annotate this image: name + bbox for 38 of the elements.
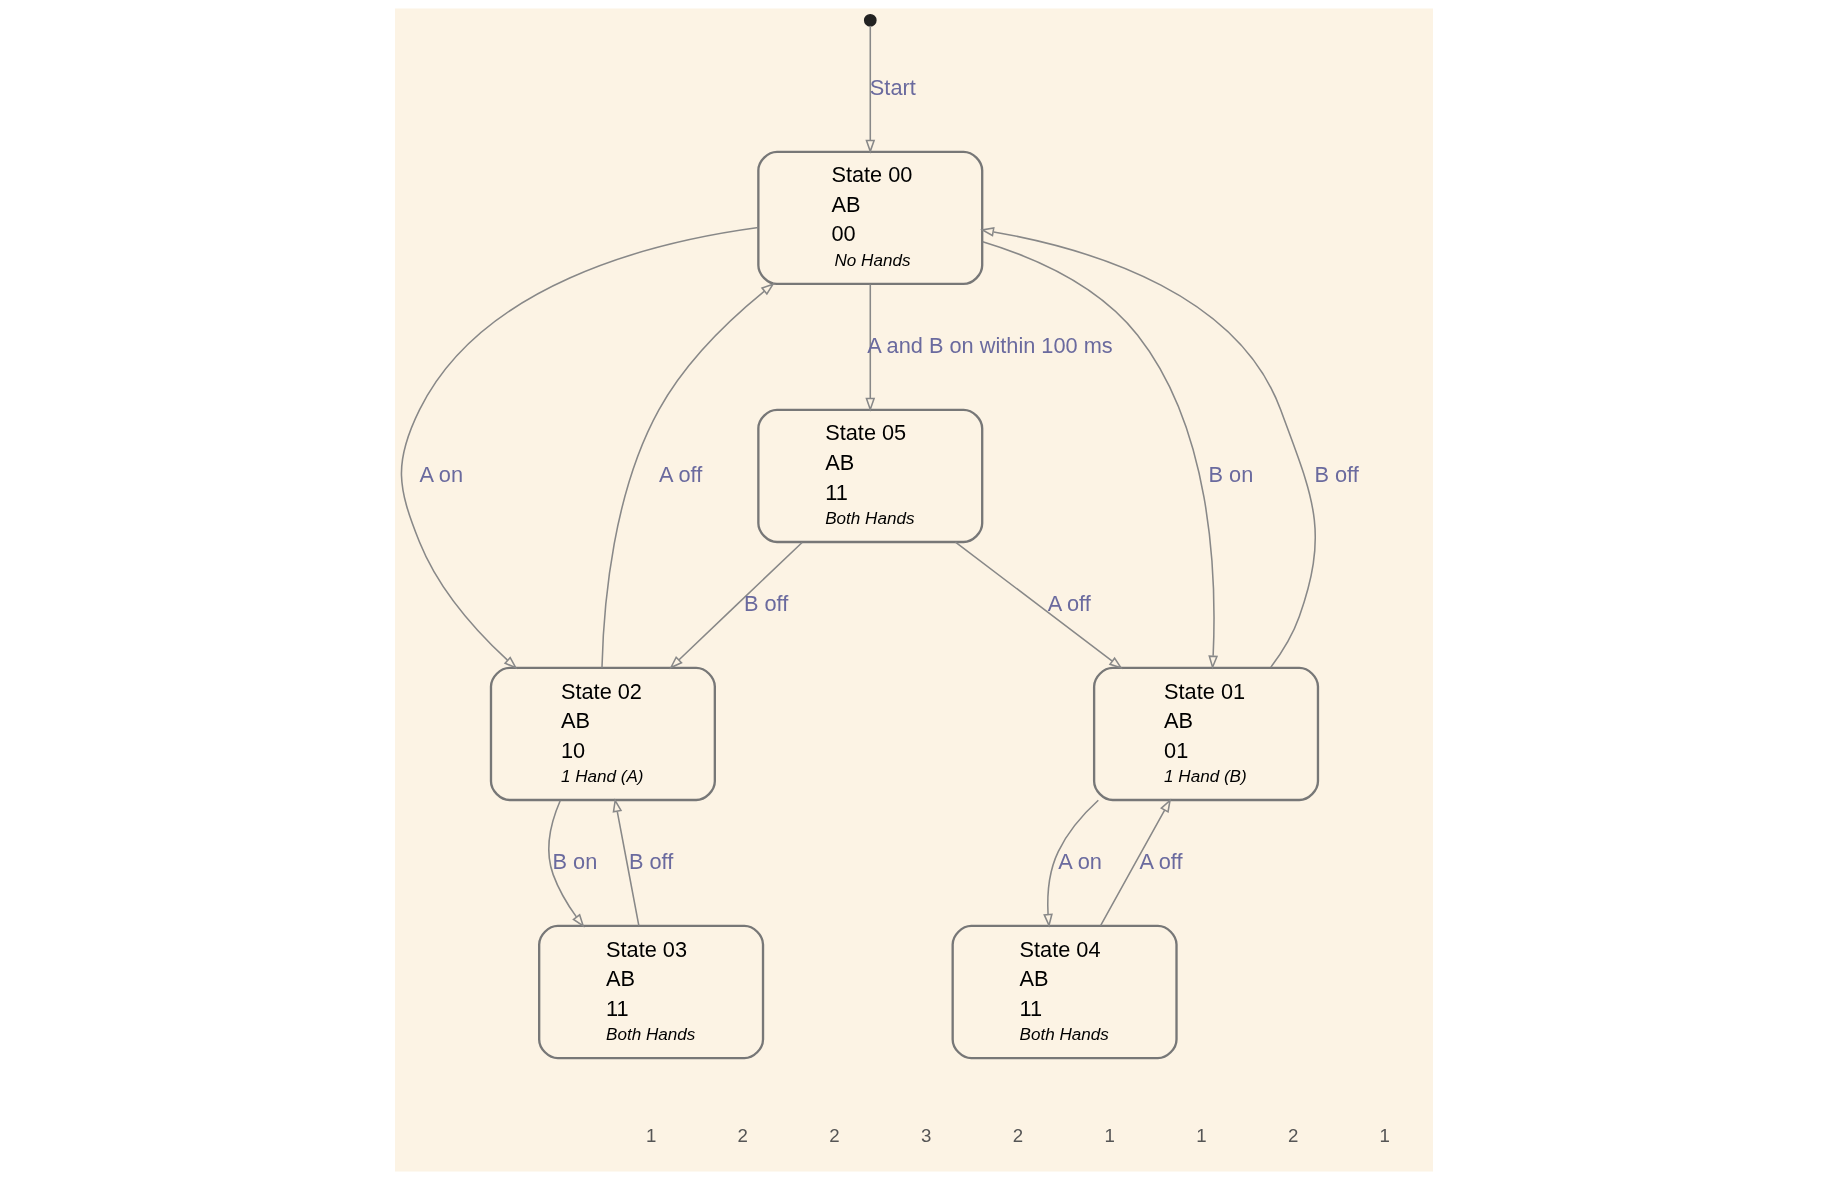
arrow [865,25,876,154]
arrow [669,541,803,670]
label: 2 [737,1125,748,1147]
edge-label: B on [1208,461,1254,487]
edge-label: A off [1139,848,1183,874]
edge-label: Start [869,74,916,100]
arrow [612,798,640,927]
arrow [954,541,1123,670]
node-box: State 00 AB 00 No Hands [757,150,984,286]
edge-label: A off [659,461,703,487]
node-circle [863,13,877,27]
label: 3 [921,1125,932,1147]
node-box: State 02 AB 10 1 Hand (A) [489,666,716,802]
edge-label: A on [419,461,464,487]
edge-label: A on [1058,848,1102,874]
edge-label: B off [743,590,789,616]
label: 2 [1287,1125,1299,1147]
label: 1 [1104,1125,1115,1147]
edge-label: A off [1047,590,1091,616]
arrow [981,240,1219,670]
label: 1 [645,1125,657,1147]
label: 1 [1196,1125,1207,1147]
arrow [548,799,585,928]
node-box: State 01 AB 01 1 Hand (B) [1092,666,1320,802]
edge-label: B on [552,848,598,874]
edge-label: B off [1314,461,1359,487]
node-box: State 04 AB 11 Both Hands [951,924,1178,1060]
node-box: State 03 AB 11 Both Hands [538,924,765,1060]
arrow [1099,798,1172,927]
label: 2 [829,1125,840,1147]
edge-label: B off [628,848,674,874]
arrow [1043,799,1100,928]
arrow [601,282,775,669]
arrow [400,226,760,670]
node-box: State 05 AB 11 Both Hands [757,408,984,544]
arrow [980,227,1316,669]
label: 1 [1379,1125,1390,1147]
label: 2 [1012,1125,1024,1147]
